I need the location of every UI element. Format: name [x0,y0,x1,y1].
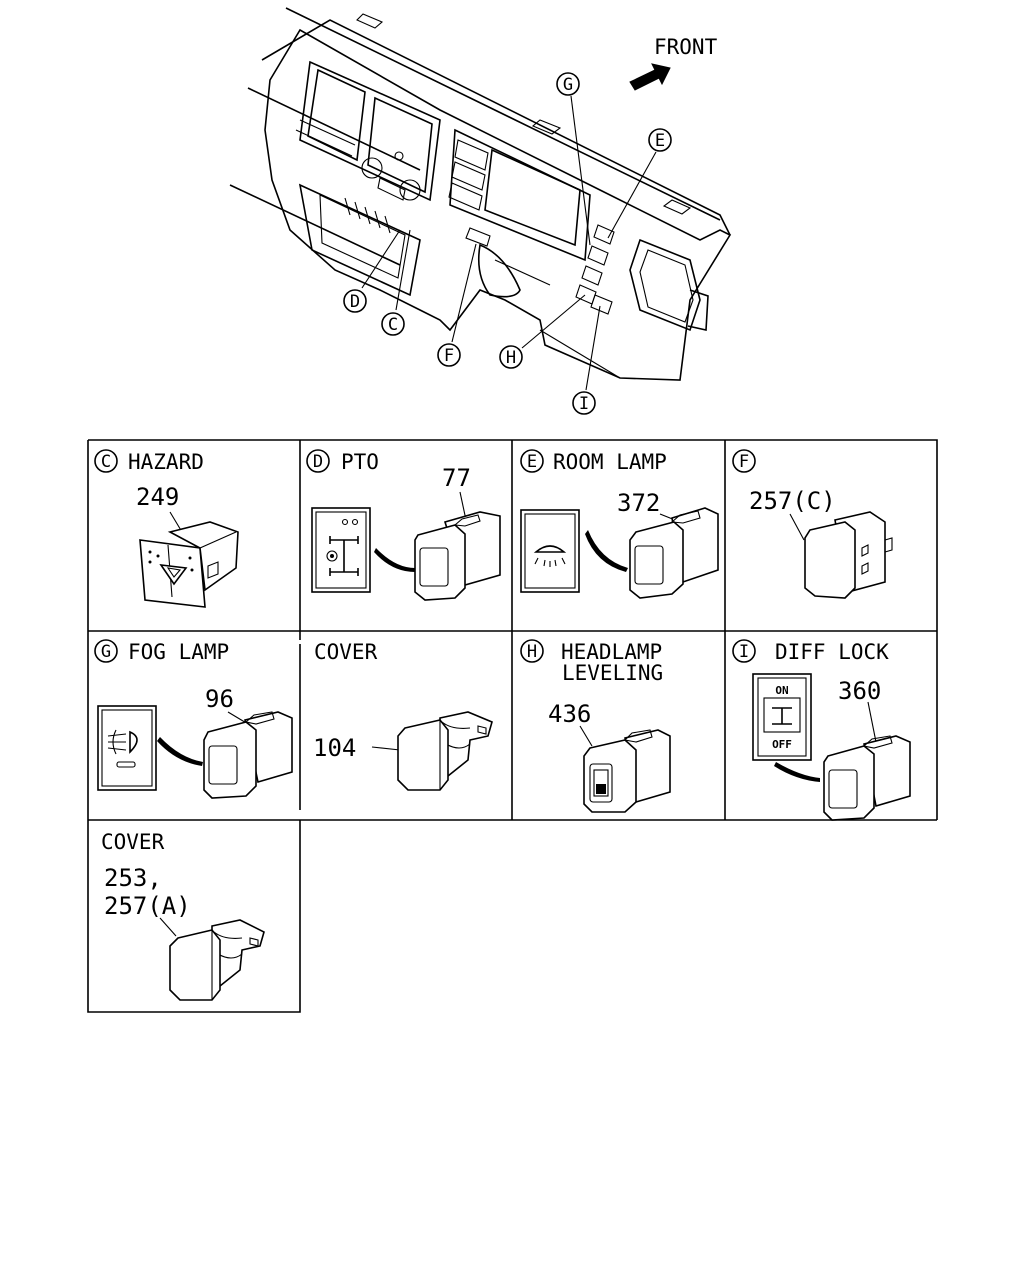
panel-headlamp-leveling: H HEADLAMP LEVELING 436 [520,639,671,813]
callout-H: H [499,345,523,369]
fog-lamp-switch-icon [203,711,293,799]
cover-253-icon [169,919,265,1001]
panel-pto-title: PTO [341,450,379,474]
part-number-249: 249 [136,483,179,511]
panel-fog-lamp-letter: G [101,642,111,662]
panel-cover-104: COVER 104 [313,640,493,791]
part-number-360: 360 [838,677,881,705]
callout-I: I [572,391,596,415]
panel-fog-lamp: G FOG LAMP 96 [94,639,293,799]
svg-text:G: G [563,75,573,95]
room-lamp-indicator-label-icon [520,509,580,593]
part-number-77: 77 [442,464,471,492]
room-lamp-switch-icon [629,507,719,599]
part-number-96: 96 [205,685,234,713]
panel-cover-253: COVER 253, 257(A) [101,830,265,1001]
panel-cover-253-title: COVER [101,830,165,854]
part-number-257c: 257(C) [749,487,836,515]
pto-switch-icon [414,511,501,601]
panel-cover-f: F 257(C) [732,449,893,599]
panel-room-lamp-title: ROOM LAMP [553,450,667,474]
panel-headlamp-leveling-title: HEADLAMP [561,640,662,664]
svg-text:C: C [388,315,398,335]
panel-diff-lock-title: DIFF LOCK [775,640,889,664]
hazard-switch-icon [139,521,239,608]
callout-F: F [437,343,461,367]
svg-text:D: D [350,292,360,312]
callout-G: G [556,72,580,96]
part-number-436: 436 [548,700,591,728]
svg-text:F: F [444,346,454,366]
diff-lock-switch-icon [823,735,911,821]
parts-grid [87,439,938,1013]
panel-pto: D PTO 77 [306,449,501,601]
panel-headlamp-leveling-title-line2: LEVELING [562,661,663,685]
panel-hazard-title: HAZARD [128,450,204,474]
panel-room-lamp: E ROOM LAMP 372 [520,449,719,599]
diff-lock-indicator-label-icon: ON OFF [752,673,812,761]
panel-diff-lock: I DIFF LOCK 360 ON OFF [732,639,911,821]
panel-hazard-letter: C [101,452,111,472]
svg-text:I: I [579,394,589,414]
panel-pto-letter: D [313,452,323,472]
diff-lock-off-label: OFF [772,738,792,751]
headlamp-leveling-switch-icon [583,729,671,813]
callout-C: C [381,312,405,336]
part-number-257a: 257(A) [104,892,191,920]
panel-hazard: C HAZARD 249 [94,449,239,608]
callout-leaders [361,95,657,391]
panel-room-lamp-letter: E [527,452,537,472]
part-number-253: 253, [104,864,162,892]
part-number-372: 372 [617,489,660,517]
panel-headlamp-leveling-letter: H [527,642,537,662]
panel-diff-lock-letter: I [739,642,749,662]
panel-fog-lamp-title: FOG LAMP [128,640,229,664]
fog-lamp-indicator-label-icon [97,705,157,791]
diff-lock-on-label: ON [775,684,788,697]
dashboard-illustration [229,7,732,381]
cover-blank-icon [397,711,493,791]
pto-indicator-label-icon [311,507,371,593]
part-number-104: 104 [313,734,356,762]
callout-E: E [648,128,672,152]
front-label: FRONT [654,35,718,59]
svg-text:H: H [506,348,516,368]
front-arrow-icon [629,63,671,91]
panel-cover-104-title: COVER [314,640,378,664]
panel-cover-f-letter: F [739,452,749,472]
front-direction-indicator: FRONT [629,35,718,91]
cover-plug-icon [804,511,893,599]
svg-text:E: E [655,131,665,151]
callout-D: D [343,289,367,313]
